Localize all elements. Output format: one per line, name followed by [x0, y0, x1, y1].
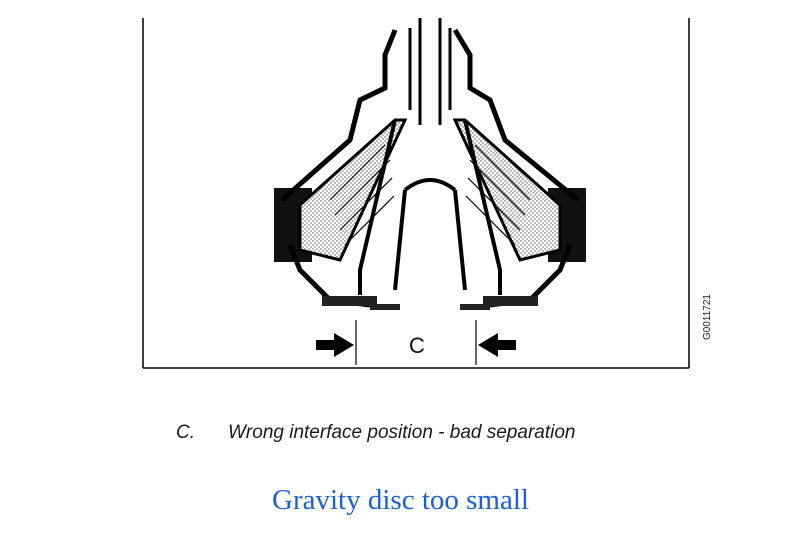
liquid-region	[298, 118, 562, 262]
arrow-left-icon	[478, 333, 516, 357]
subtitle: Gravity disc too small	[272, 484, 529, 516]
figure-id: G0011721	[702, 294, 713, 340]
caption-text: Wrong interface position - bad separatio…	[228, 422, 576, 443]
frame-lines	[142, 18, 690, 369]
caption-letter: C.	[176, 422, 195, 443]
inlet-pipe	[408, 18, 452, 125]
gravity-disc	[322, 296, 538, 310]
distributor	[358, 119, 502, 295]
separator-bowl-diagram	[142, 18, 690, 369]
dimension-label: C	[409, 333, 425, 358]
arrow-right-icon	[316, 333, 354, 357]
figure-caption: C. Wrong interface position - bad separat…	[176, 422, 575, 444]
dimension-c	[355, 320, 477, 365]
